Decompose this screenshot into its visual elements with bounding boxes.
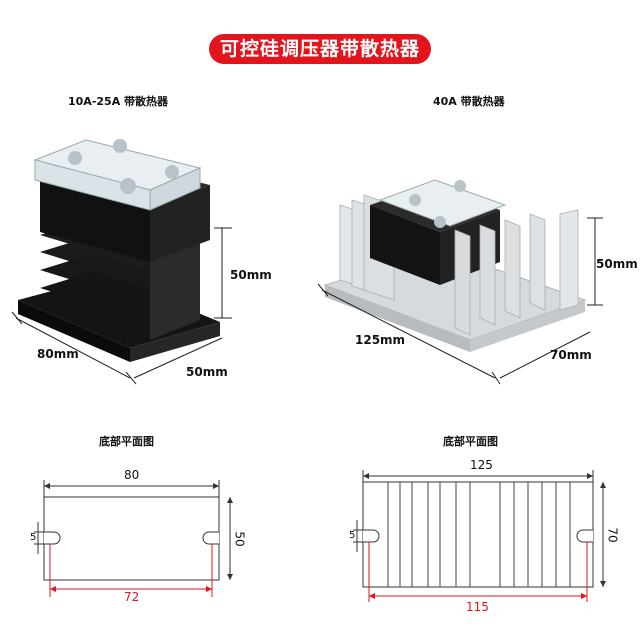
left-plan-bottom-dim: 72	[124, 590, 140, 604]
right-plan-top-dim: 125	[470, 458, 493, 472]
left-product-title: 10A-25A 带散热器	[68, 95, 169, 108]
left-plan-title: 底部平面图	[99, 435, 154, 448]
banner-title: 可控硅调压器带散热器	[209, 34, 431, 64]
left-height-label: 50mm	[230, 268, 272, 282]
right-product-title: 40A 带散热器	[433, 95, 505, 108]
left-width-label: 50mm	[186, 365, 228, 379]
right-plan-drawing	[353, 470, 606, 602]
right-length-label: 125mm	[355, 333, 406, 347]
left-plan-top-dim: 80	[124, 468, 140, 482]
right-plan-slot-dim: 5	[349, 530, 356, 541]
right-height-label: 50mm	[596, 257, 638, 271]
black-heatsink-image	[11, 139, 232, 385]
right-plan-side-dim: 70	[605, 527, 620, 543]
right-width-label: 70mm	[550, 348, 592, 362]
left-length-label: 80mm	[37, 347, 79, 361]
left-plan-drawing	[34, 480, 233, 597]
left-plan-slot-dim: 5	[30, 532, 37, 543]
silver-heatsink-image	[317, 179, 603, 385]
right-plan-title: 底部平面图	[443, 435, 498, 448]
right-plan-bottom-dim: 115	[466, 600, 489, 614]
left-plan-side-dim: 50	[232, 531, 247, 547]
